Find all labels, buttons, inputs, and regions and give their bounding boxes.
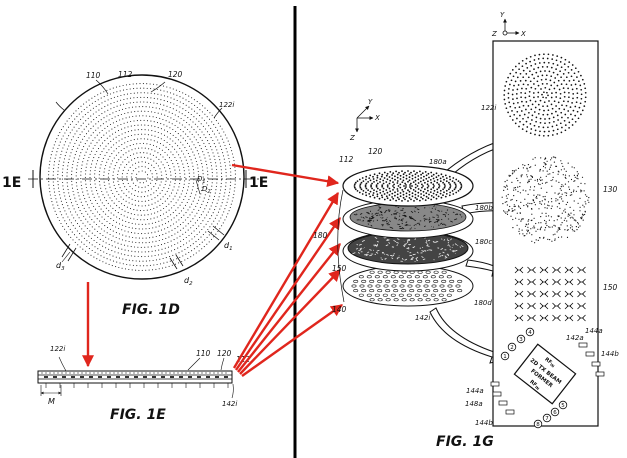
red-arrows xyxy=(82,163,343,377)
chip-port-number: 6 xyxy=(553,410,557,416)
label-e-122i: 122i xyxy=(50,345,65,353)
radiating-element-pattern xyxy=(503,53,587,137)
chip-port-1 xyxy=(500,351,510,361)
label-g-144b: 144b xyxy=(601,350,619,358)
feed-resistor xyxy=(591,361,601,367)
label-g-180: 180 xyxy=(313,231,328,240)
layer-180b xyxy=(342,199,474,239)
label-g-148a: 148a xyxy=(465,400,483,408)
antenna-element-grid xyxy=(514,266,586,322)
label-D2: D2 xyxy=(202,185,211,195)
axis-label-y-left: Y xyxy=(368,98,373,106)
chip-port-5 xyxy=(558,400,568,410)
chip-port-number: 3 xyxy=(519,337,523,343)
axis-label-z-right: Z xyxy=(491,30,497,38)
label-120: 120 xyxy=(168,70,183,79)
label-d3: d3 xyxy=(56,261,65,272)
label-g-144b-bottom: 144b xyxy=(475,419,493,427)
label-g-180d: 180d xyxy=(474,299,492,307)
chip-rf-in: RFIN xyxy=(543,357,556,369)
feed-resistor xyxy=(585,351,595,357)
feed-resistor xyxy=(595,371,605,377)
section-mark-1e-right: 1E xyxy=(249,175,268,191)
label-e-110: 110 xyxy=(196,349,211,358)
label-g-150-panel: 150 xyxy=(603,283,618,292)
label-g-142a: 142a xyxy=(566,334,584,342)
axis-triad-right xyxy=(503,18,520,35)
axis-label-x-left: X xyxy=(374,114,380,122)
layer-stack-brace xyxy=(337,189,345,303)
scatter-pattern xyxy=(501,156,590,244)
label-D1: D1 xyxy=(197,175,206,185)
label-e-142i: 142i xyxy=(222,400,237,408)
label-g-180b: 180b xyxy=(475,204,493,212)
figure-title-1d: FIG. 1D xyxy=(122,302,180,318)
chip-port-2 xyxy=(507,342,517,352)
fig-1d-disc xyxy=(28,74,262,280)
chip-port-number: 1 xyxy=(503,354,507,360)
layer-180a xyxy=(342,165,474,207)
chip-port-6 xyxy=(550,407,560,417)
label-d1: d1 xyxy=(224,241,233,252)
label-122i: 122i xyxy=(219,101,234,109)
feed-resistor xyxy=(505,409,515,415)
feed-resistor xyxy=(578,342,588,348)
section-mark-1e-left: 1E xyxy=(2,175,21,191)
chip-port-3 xyxy=(516,334,526,344)
feed-resistor xyxy=(490,381,500,387)
label-g-120: 120 xyxy=(368,147,383,156)
chip-port-number: 7 xyxy=(545,416,549,422)
label-g-122i: 122i xyxy=(481,104,496,112)
label-e-120: 120 xyxy=(217,349,232,358)
chip-port-number: 2 xyxy=(510,345,514,351)
label-112: 112 xyxy=(118,70,133,79)
axis-label-y-right: Y xyxy=(500,11,505,19)
label-g-144a-top: 144a xyxy=(585,327,603,335)
figure-title-1e: FIG. 1E xyxy=(110,407,166,423)
label-e-M: M xyxy=(48,397,55,406)
disc-dot-rings xyxy=(48,83,236,271)
feed-resistor xyxy=(498,400,508,406)
chip-port-number: 4 xyxy=(528,330,532,336)
label-110: 110 xyxy=(86,71,101,80)
fig-1e-cross-section xyxy=(37,356,234,399)
axis-triad-left xyxy=(355,105,374,133)
feed-resistor xyxy=(492,391,502,397)
chip-rf-out: RFIN xyxy=(528,379,541,391)
label-g-112: 112 xyxy=(339,155,354,164)
chip-port-7 xyxy=(542,413,552,423)
label-g-144a: 144a xyxy=(466,387,484,395)
chip-port-number: 5 xyxy=(561,403,565,409)
label-g-130: 130 xyxy=(603,185,618,194)
label-g-150: 150 xyxy=(332,264,347,273)
label-g-142i: 142i xyxy=(415,314,430,322)
chip-port-4 xyxy=(525,327,535,337)
label-d2: d2 xyxy=(184,276,193,287)
chip-port-8 xyxy=(533,419,543,429)
figure-title-1g: FIG. 1G xyxy=(436,434,494,450)
axis-label-z-left: Z xyxy=(349,134,355,142)
label-g-140: 140 xyxy=(332,305,347,314)
label-g-180a: 180a xyxy=(429,158,447,166)
label-g-180c: 180c xyxy=(475,238,492,246)
layer-180d xyxy=(342,265,474,307)
cross-section-pattern xyxy=(41,372,229,388)
chip-port-number: 8 xyxy=(536,422,540,428)
axis-label-x-right: X xyxy=(520,30,526,38)
